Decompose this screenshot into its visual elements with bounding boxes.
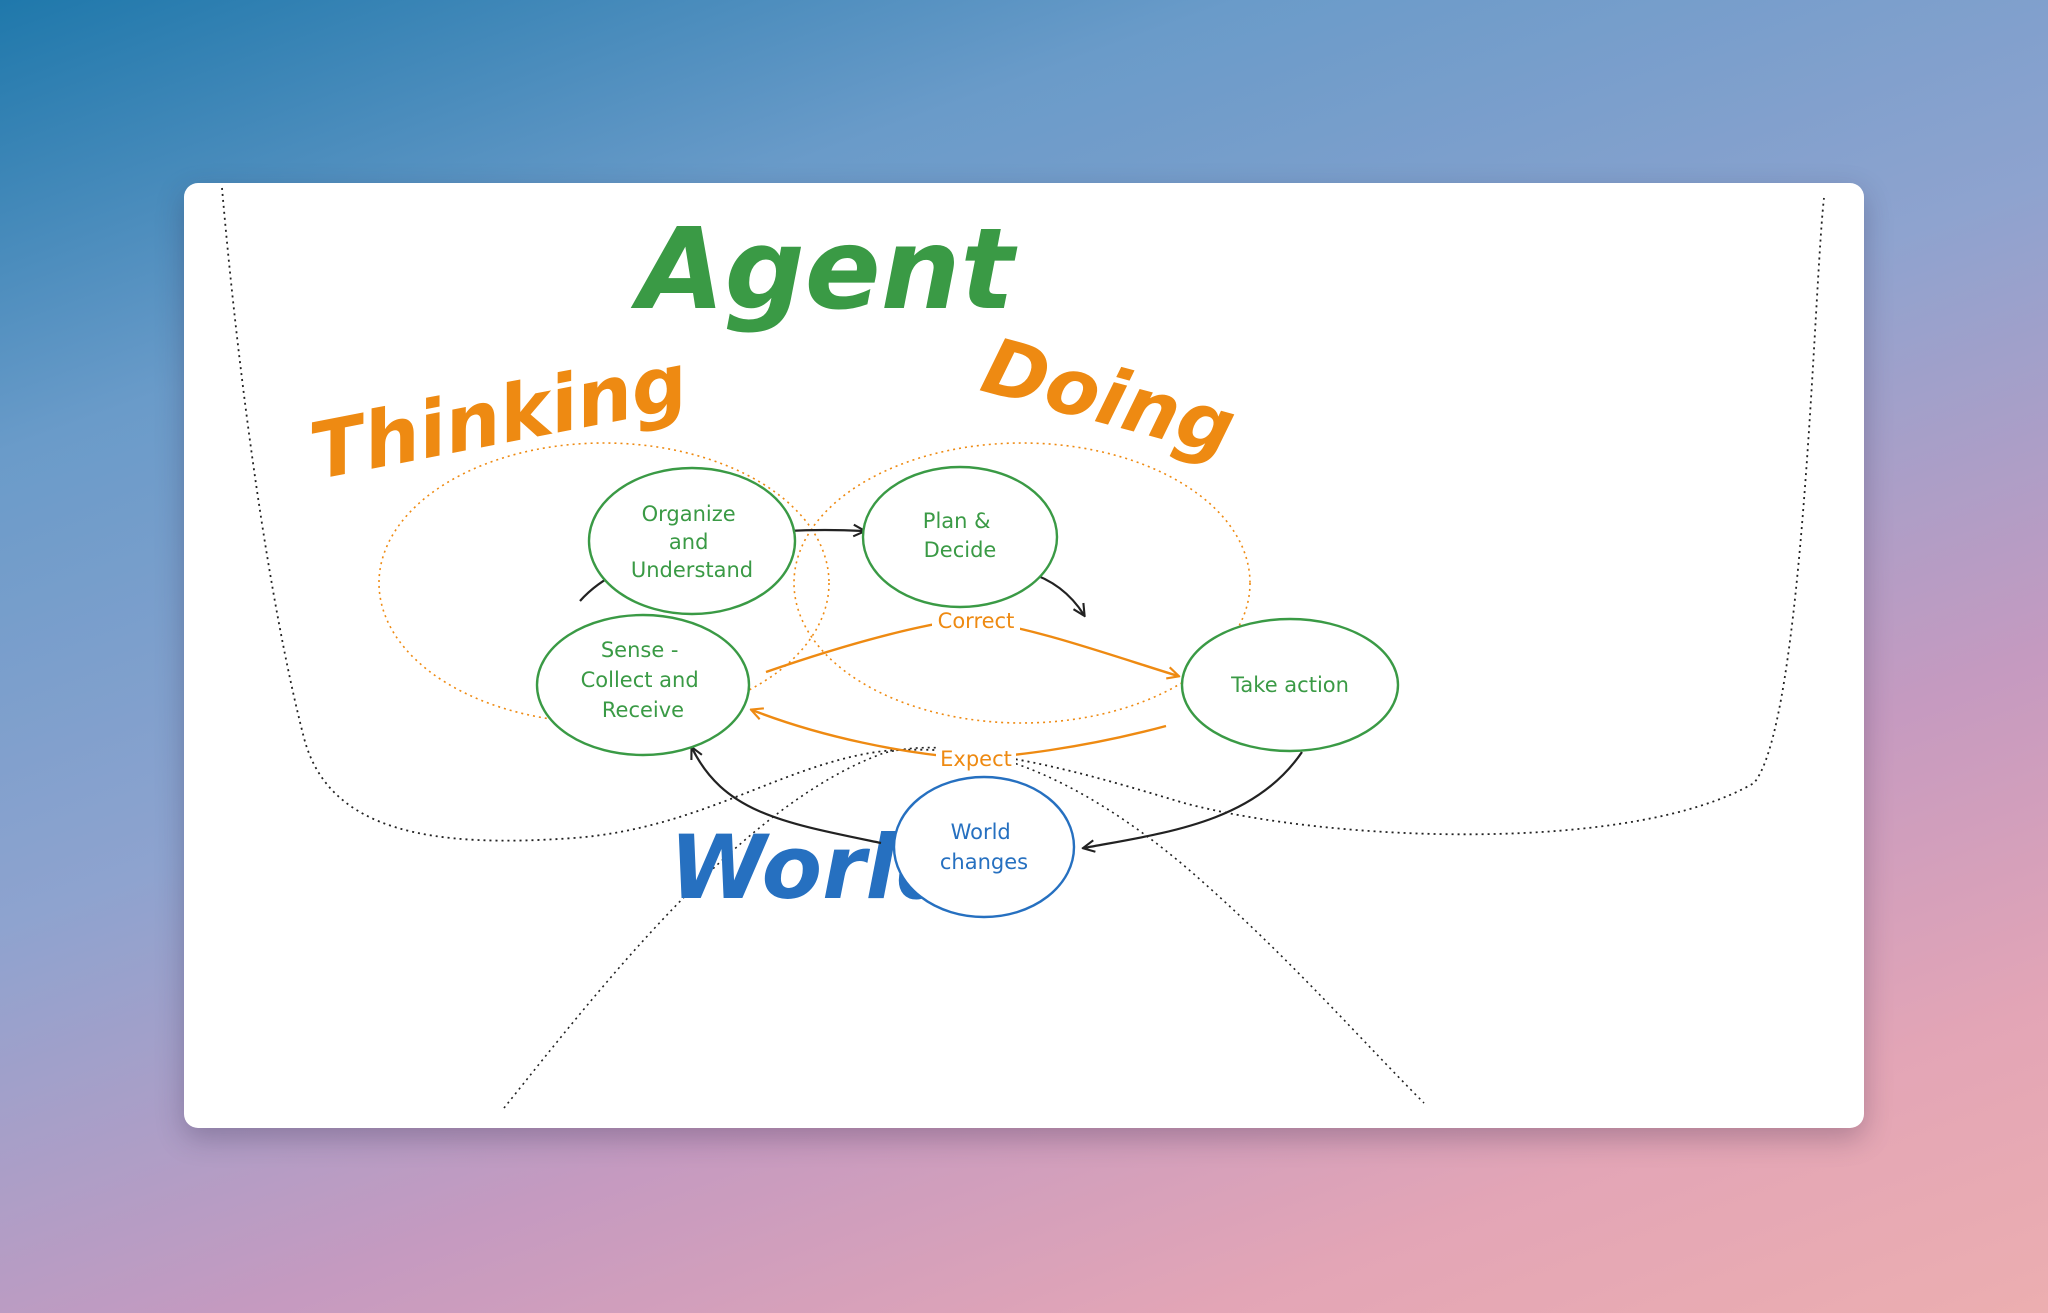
node-sense-line-2: Collect and xyxy=(581,668,699,692)
node-sense-collect-and-receive: Sense - Collect and Receive xyxy=(535,613,751,757)
node-world-line-1: World xyxy=(951,820,1011,844)
svg-text:Take action: Take action xyxy=(1230,673,1349,697)
node-plan-line-1: Plan & xyxy=(923,509,991,533)
node-take-action: Take action xyxy=(1180,617,1400,753)
node-organize-line-3: Understand xyxy=(631,558,753,582)
node-sense-line-3: Receive xyxy=(602,698,684,722)
node-world-line-2: changes xyxy=(940,850,1028,874)
node-organize-line-1: Organize xyxy=(642,502,736,526)
expect-label: Expect xyxy=(940,747,1012,771)
correct-label: Correct xyxy=(938,609,1015,633)
node-plan-line-2: Decide xyxy=(924,538,997,562)
arrow-world-to-sense xyxy=(692,748,882,845)
node-plan-and-decide: Plan & Decide xyxy=(861,465,1059,609)
doing-group-boundary xyxy=(793,442,1251,724)
node-organize-line-2: and xyxy=(669,530,709,554)
node-take-action-line-1: Take action xyxy=(1230,673,1349,697)
agent-world-diagram: Agent World Thinking Doing Correct Expec… xyxy=(221,187,1825,1109)
node-sense-line-1: Sense - xyxy=(601,638,679,662)
thinking-group-boundary xyxy=(378,442,830,724)
svg-text:Organize and U: Organize and Understand xyxy=(631,502,753,582)
diagram-card: Agent World Thinking Doing Correct Expec… xyxy=(184,183,1864,1128)
node-organize-and-understand: Organize and Understand xyxy=(587,466,797,616)
svg-text:Plan & Decide: Plan & Decide xyxy=(923,509,997,562)
svg-text:Sense - Collect and: Sense - Collect and Receive xyxy=(581,638,706,722)
thinking-label: Thinking xyxy=(303,337,694,498)
arrow-organize-to-plan xyxy=(786,530,864,531)
doing-label: Doing xyxy=(973,321,1244,474)
svg-text:World changes: World changes xyxy=(940,820,1028,874)
agent-title: Agent xyxy=(630,205,1018,335)
node-world-changes: World changes xyxy=(892,775,1076,919)
arrow-take-action-to-world xyxy=(1084,751,1303,848)
